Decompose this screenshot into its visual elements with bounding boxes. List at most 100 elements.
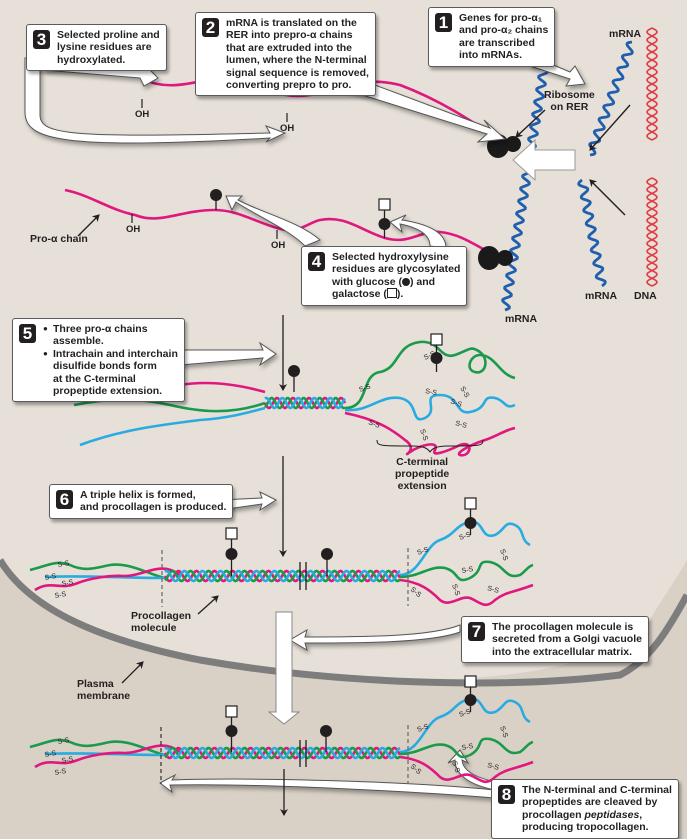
label-procollagen-molecule: Procollagen molecule — [131, 610, 192, 635]
glycosyl-group-step8-b — [320, 725, 332, 752]
callout-pointers — [24, 55, 586, 799]
procollagen-molecule — [29, 520, 534, 607]
glycosyl-group-step8-a — [225, 705, 238, 752]
mrna-strand-rer — [501, 60, 549, 312]
disulfide-bond-label: S-S — [57, 737, 70, 746]
disulfide-bond-label: S-S — [416, 723, 430, 734]
disulfide-bond-label: S-S — [358, 383, 372, 394]
label-ribosome-on-rer: Ribosome on RER — [544, 89, 595, 114]
step-text-4: Selected hydroxylysine residues are glyc… — [332, 251, 460, 301]
glycosyl-group-step8-c — [464, 675, 477, 712]
step-8-text-a: The N-terminal and C-terminal propeptide… — [522, 784, 672, 821]
arrow-dna-to-mrna-top — [589, 104, 631, 151]
glucose-residue — [210, 189, 222, 210]
arrow-ribosome-label — [515, 109, 546, 138]
arrow-dna-to-mrna-bottom — [589, 179, 626, 216]
label-c-terminal-propeptide: C-terminal propeptide extension — [395, 456, 450, 493]
disulfide-bond-label: S-S — [57, 560, 70, 569]
disulfide-bond-label: S-S — [486, 585, 499, 595]
callout-step-4: 4 Selected hydroxylysine residues are gl… — [301, 246, 468, 306]
mrna-strand-middle — [577, 178, 607, 288]
disulfide-bond-label: S-S — [498, 548, 509, 562]
disulfide-bond-label: S-S — [44, 573, 57, 582]
glycosyl-group-step6-b — [321, 548, 333, 576]
galactose-icon — [386, 288, 397, 299]
disulfide-bond-label: S-S — [61, 756, 74, 765]
step-text-6: A triple helix is formed, and procollage… — [80, 489, 227, 514]
glucose-icon — [402, 277, 411, 286]
callout-step-2: 2 mRNA is translated on the RER into pre… — [195, 12, 376, 97]
arrow-pro-alpha-label — [77, 214, 100, 237]
step-5-bullet-1: Three pro-α chains assemble. — [43, 323, 178, 348]
step-number-4: 4 — [308, 252, 325, 271]
disulfide-bond-label: S-S — [450, 583, 461, 597]
disulfide-bond-label: S-S — [54, 768, 67, 777]
step-number-7: 7 — [468, 622, 485, 641]
oh-groups — [131, 99, 288, 239]
arrow-procollagen-label — [197, 595, 219, 615]
label-pro-alpha-chain: Pro-α chain — [30, 233, 88, 245]
label-dna: DNA — [634, 290, 657, 302]
dna-helix-top — [646, 27, 658, 141]
disulfide-bond-label: S-S — [450, 760, 461, 774]
secretion-arrow — [267, 611, 301, 725]
helix-break-step6 — [299, 562, 307, 590]
step-text-7: The procollagen molecule is secreted fro… — [492, 621, 642, 658]
label-oh-2: OH — [280, 123, 295, 134]
step-number-3: 3 — [33, 30, 50, 49]
disulfide-bond-label: S-S — [458, 708, 472, 719]
disulfide-bond-label: S-S — [418, 428, 429, 442]
ribosome-bottom — [478, 246, 513, 270]
glycosyl-group-step6-a — [225, 527, 238, 576]
step-number-1: 1 — [435, 13, 452, 32]
disulfide-bond-label: S-S — [498, 725, 509, 739]
helix-break-step8 — [299, 740, 307, 767]
step-number-6: 6 — [56, 490, 73, 509]
glycosyl-group-step5-right — [430, 333, 443, 372]
disulfide-bond-label: S-S — [461, 743, 474, 752]
step-text-8: The N-terminal and C-terminal propeptide… — [522, 784, 672, 834]
step-4-text-b: ) and galactose ( — [332, 275, 436, 301]
callout-step-1: 1 Genes for pro-α₁ and pro-α₂ chains are… — [428, 7, 556, 67]
disulfide-bond-label: S-S — [454, 420, 467, 430]
step-text-2: mRNA is translated on the RER into prepr… — [226, 17, 369, 92]
disulfide-bond-label: S-S — [425, 388, 438, 397]
disulfide-bond-label: S-S — [449, 398, 463, 409]
glycosyl-group-step5-left — [288, 365, 300, 392]
transport-arrow — [512, 138, 576, 182]
disulfide-bond-label: S-S — [61, 579, 74, 588]
label-oh-1: OH — [135, 109, 150, 120]
disulfide-bond-label: S-S — [416, 546, 430, 557]
label-plasma-membrane: Plasma membrane — [77, 678, 131, 703]
disulfide-bond-label: S-S — [486, 762, 499, 772]
callout-step-7: 7 The procollagen molecule is secreted f… — [461, 616, 649, 664]
disulfide-bond-label: S-S — [458, 531, 472, 542]
disulfide-bond-label: S-S — [54, 591, 67, 600]
callout-step-6: 6 A triple helix is formed, and procolla… — [49, 484, 234, 519]
callout-step-8: 8 The N-terminal and C-terminal propepti… — [491, 779, 679, 839]
dna-helix-bottom — [646, 177, 658, 287]
step-number-8: 8 — [498, 785, 515, 804]
step-number-2: 2 — [202, 18, 219, 37]
step-text-3: Selected proline and lysine residues are… — [57, 29, 160, 66]
step-5-bullet-2: Intrachain and interchain disulfide bond… — [43, 348, 178, 398]
step-5-bullets: Three pro-α chains assemble. Intrachain … — [43, 323, 178, 397]
procollagen-extracellular — [29, 697, 534, 784]
step-number-5: 5 — [19, 324, 36, 343]
step-text-1: Genes for pro-α₁ and pro-α₂ chains are t… — [459, 12, 549, 62]
step-4-text-a: Selected hydroxylysine residues are glyc… — [332, 251, 461, 288]
mrna-strand-top — [588, 40, 634, 157]
c-terminal-brace — [376, 439, 484, 453]
arrow-membrane-label — [121, 661, 144, 684]
label-oh-4: OH — [271, 240, 286, 251]
callout-step-3: 3 Selected proline and lysine residues a… — [26, 24, 167, 72]
disulfide-bond-label: S-S — [423, 350, 437, 361]
label-mrna-bottom-left: mRNA — [505, 313, 538, 325]
step-8-text-italic: peptidases — [584, 808, 640, 821]
disulfide-bond-label: S-S — [367, 419, 381, 430]
disulfide-bond-label: S-S — [44, 750, 57, 759]
label-mrna-top: mRNA — [609, 28, 642, 40]
